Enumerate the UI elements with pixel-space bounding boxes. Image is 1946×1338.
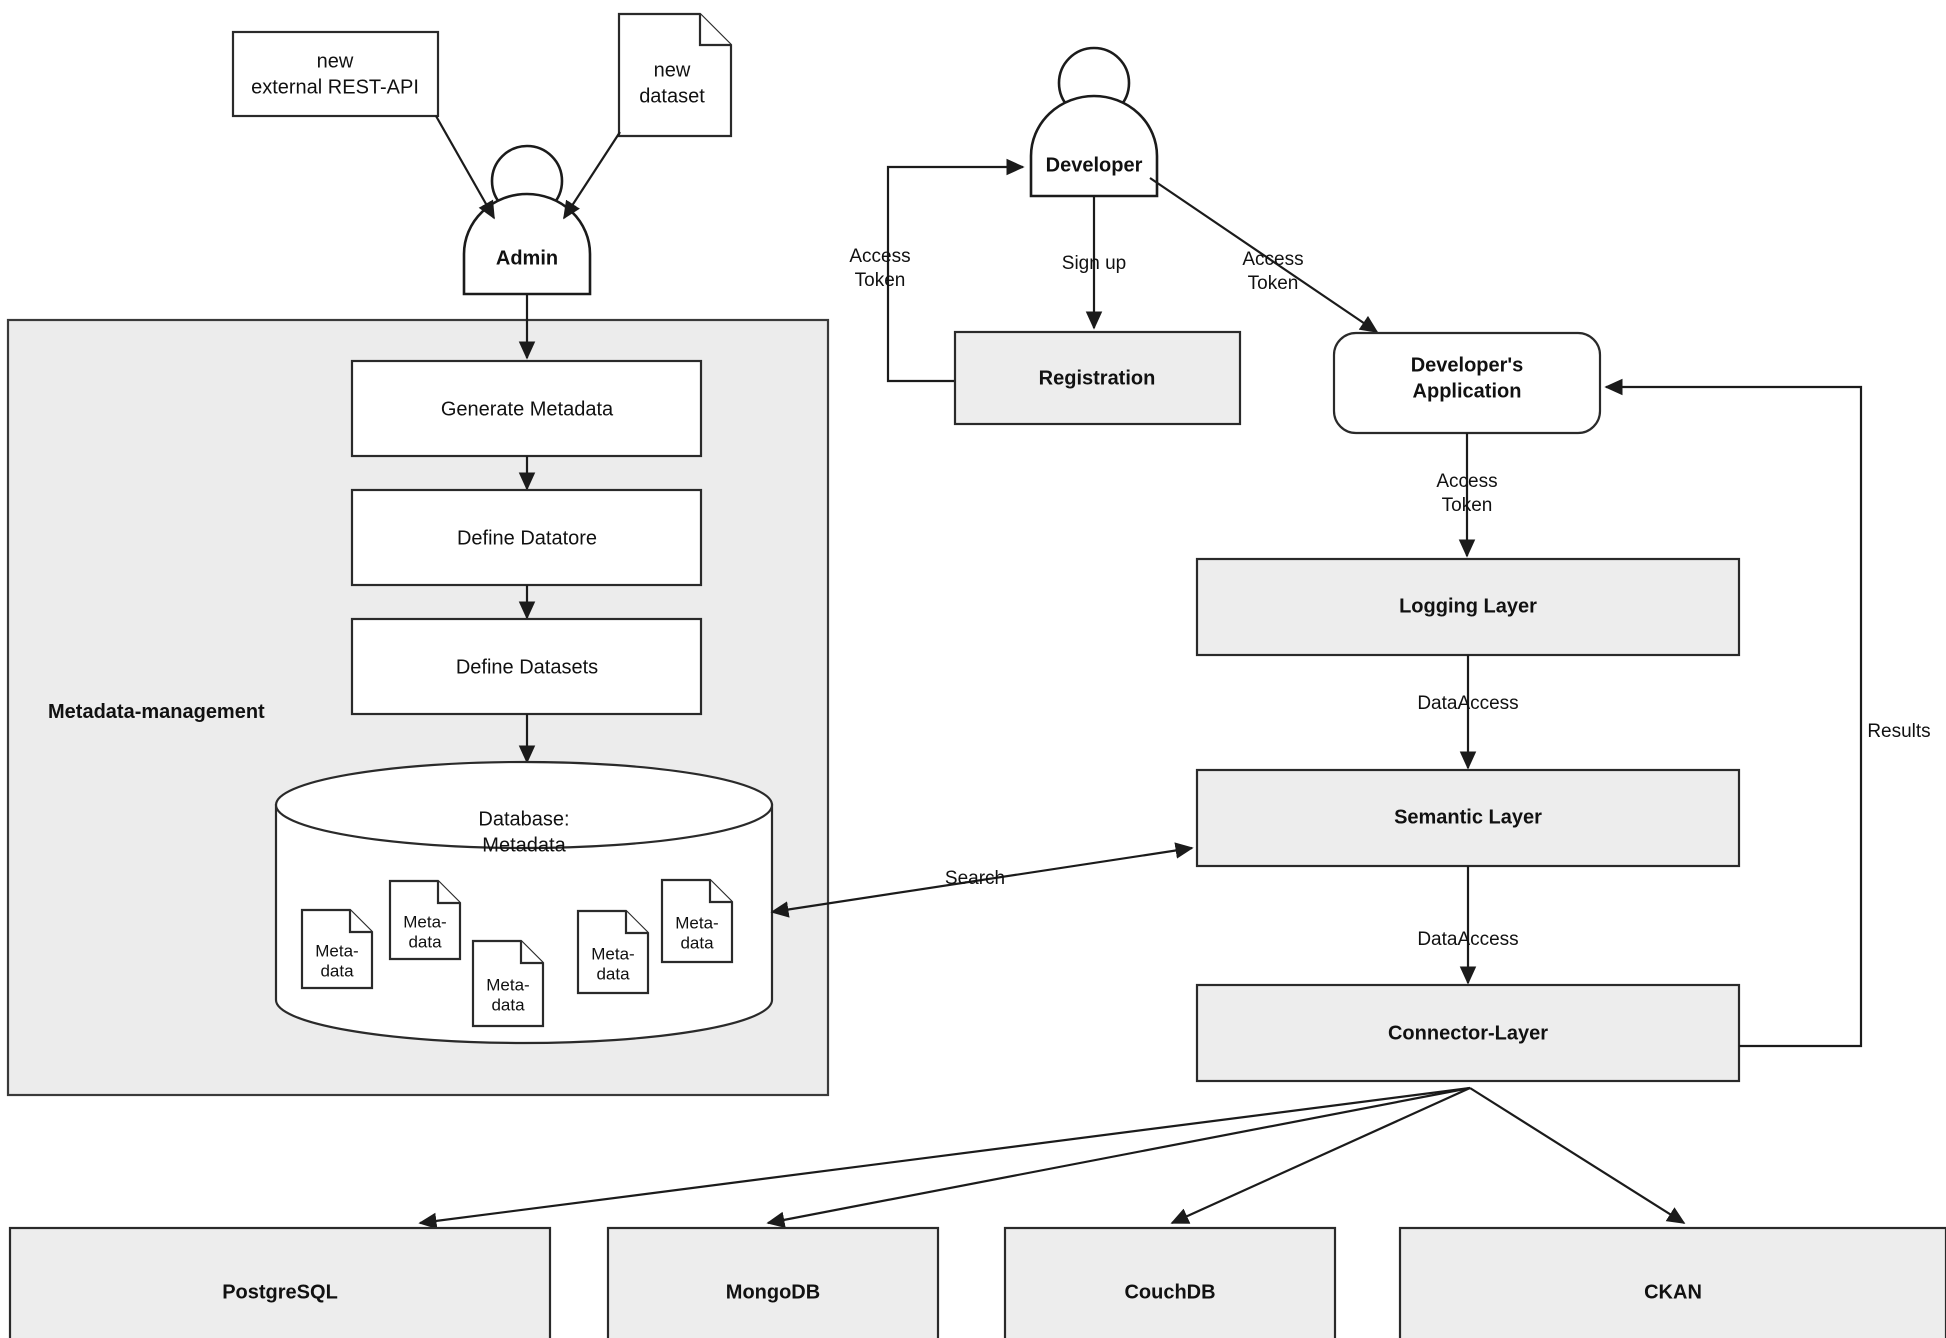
define-datastore-label: Define Datatore <box>457 527 597 549</box>
developers-application-label-line1: Developer's <box>1411 354 1524 376</box>
metadata-doc-line1: Meta- <box>591 944 634 963</box>
metadata-database-cylinder[interactable]: Database: Metadata Meta- data Meta- data… <box>274 760 774 1045</box>
developers-application-label-line2: Application <box>1413 380 1522 402</box>
define-datastore-box[interactable]: Define Datatore <box>350 488 703 587</box>
developer-actor[interactable]: Developer <box>1029 46 1159 198</box>
mongodb-box[interactable]: MongoDB <box>606 1226 940 1338</box>
panel-label: Metadata-management <box>48 701 265 723</box>
semantic-layer-box[interactable]: Semantic Layer <box>1195 768 1741 868</box>
edge-dataset-to-admin <box>563 131 621 220</box>
signup-label: Sign up <box>1062 253 1126 274</box>
results-label: Results <box>1867 721 1930 742</box>
edge-access-token-loop <box>886 158 1025 383</box>
metadata-doc-line2: data <box>680 933 714 952</box>
developer-label: Developer <box>1046 154 1143 176</box>
couchdb-box[interactable]: CouchDB <box>1003 1226 1337 1338</box>
database-label-line1: Database: <box>478 808 569 830</box>
admin-label: Admin <box>496 247 558 269</box>
logging-layer-label: Logging Layer <box>1399 595 1537 617</box>
access-token-loop-label-line2: Token <box>855 270 906 291</box>
metadata-doc-line2: data <box>320 961 354 980</box>
registration-label: Registration <box>1039 367 1156 389</box>
mongodb-label: MongoDB <box>726 1281 820 1303</box>
ckan-box[interactable]: CKAN <box>1398 1226 1946 1338</box>
edge-connector-to-couchdb <box>1170 1086 1471 1225</box>
edge-rest-api-to-admin <box>435 115 495 220</box>
rest-api-label-line2: external REST-API <box>251 76 419 98</box>
metadata-doc-line1: Meta- <box>486 975 529 994</box>
edge-connector-to-ckan <box>1469 1087 1686 1224</box>
define-datasets-label: Define Datasets <box>456 656 598 678</box>
edge-access-token-to-app <box>1149 177 1379 333</box>
access-token-logging-label-line2: Token <box>1442 495 1493 516</box>
postgresql-label: PostgreSQL <box>222 1281 338 1303</box>
new-dataset-document[interactable]: new dataset <box>617 12 733 138</box>
edge-results <box>1604 378 1863 1048</box>
admin-actor[interactable]: Admin <box>462 144 592 296</box>
dataaccess-connector-label: DataAccess <box>1417 929 1518 950</box>
search-label: Search <box>945 868 1005 889</box>
metadata-doc-line1: Meta- <box>403 912 446 931</box>
database-label-line2: Metadata <box>482 834 566 856</box>
new-external-rest-api-box[interactable]: new external REST-API <box>231 30 440 118</box>
generate-metadata-label: Generate Metadata <box>441 398 614 420</box>
dataset-label-line1: new <box>654 59 691 81</box>
edge-connector-to-postgresql <box>418 1086 1471 1230</box>
metadata-doc-line1: Meta- <box>675 913 718 932</box>
ckan-label: CKAN <box>1644 1281 1702 1303</box>
access-token-loop-label-line1: Access <box>849 246 910 267</box>
access-token-app-label-line1: Access <box>1242 249 1303 270</box>
metadata-document: Meta- data <box>660 878 734 964</box>
couchdb-label: CouchDB <box>1124 1281 1215 1303</box>
semantic-layer-label: Semantic Layer <box>1394 806 1542 828</box>
metadata-doc-line2: data <box>491 995 525 1014</box>
registration-box[interactable]: Registration <box>953 330 1242 426</box>
dataset-label-line2: dataset <box>639 85 705 107</box>
postgresql-box[interactable]: PostgreSQL <box>8 1226 552 1338</box>
generate-metadata-box[interactable]: Generate Metadata <box>350 359 703 458</box>
edge-search <box>770 842 1194 918</box>
metadata-document: Meta- data <box>576 909 650 995</box>
metadata-doc-line2: data <box>596 964 630 983</box>
metadata-doc-line2: data <box>408 932 442 951</box>
metadata-document: Meta- data <box>300 908 374 990</box>
dataaccess-semantic-label: DataAccess <box>1417 693 1518 714</box>
access-token-app-label-line2: Token <box>1248 273 1299 294</box>
developers-application-box[interactable]: Developer's Application <box>1332 331 1602 435</box>
metadata-document: Meta- data <box>388 879 462 961</box>
metadata-document: Meta- data <box>471 939 545 1028</box>
edge-connector-to-mongodb <box>766 1086 1471 1228</box>
access-token-logging-label-line1: Access <box>1436 471 1497 492</box>
logging-layer-box[interactable]: Logging Layer <box>1195 557 1741 657</box>
define-datasets-box[interactable]: Define Datasets <box>350 617 703 716</box>
connector-layer-box[interactable]: Connector-Layer <box>1195 983 1741 1083</box>
connector-layer-label: Connector-Layer <box>1388 1022 1548 1044</box>
rest-api-label-line1: new <box>317 50 354 72</box>
metadata-doc-line1: Meta- <box>315 941 358 960</box>
